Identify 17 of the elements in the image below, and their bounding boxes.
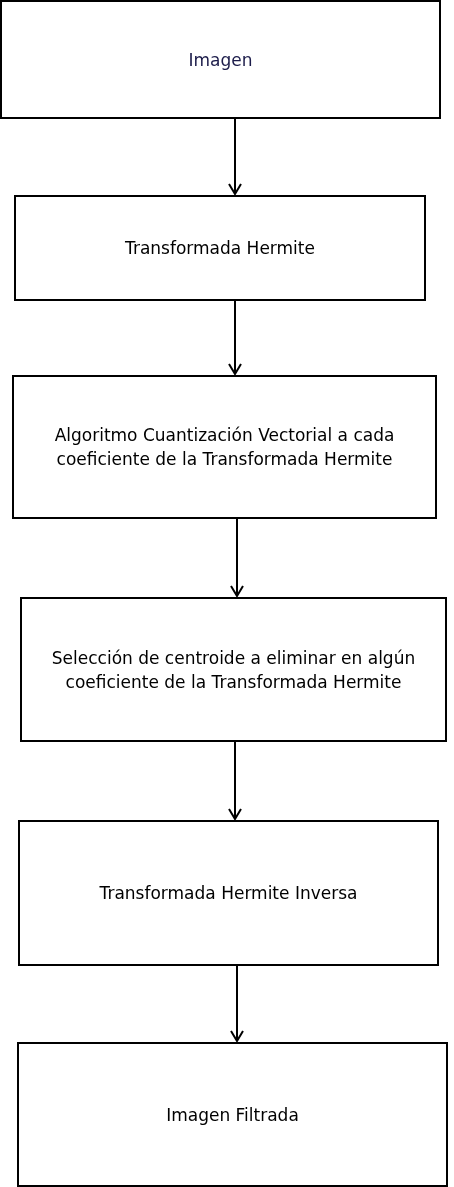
process-box (17, 1042, 448, 1187)
process-box (12, 375, 437, 519)
box-label: Transformada Hermite (125, 237, 315, 260)
box-label: Transformada Hermite Inversa (99, 882, 358, 905)
process-box (18, 820, 439, 966)
process-box (20, 597, 447, 742)
arrow (228, 741, 242, 820)
process-box (14, 195, 426, 301)
process-box (0, 0, 441, 119)
box-label: Selección de centroide a eliminar en algún coeficiente de la Transformada Hermite (50, 646, 417, 694)
box-label: Algoritmo Cuantización Vectorial a cada coeficiente de la Transformada Hermite (53, 424, 396, 471)
arrow (228, 300, 242, 375)
arrow (228, 118, 242, 195)
arrow (230, 518, 244, 597)
box-label: Imagen Filtrada (166, 1103, 299, 1127)
box-label: Imagen (188, 48, 253, 72)
arrow (230, 965, 244, 1042)
